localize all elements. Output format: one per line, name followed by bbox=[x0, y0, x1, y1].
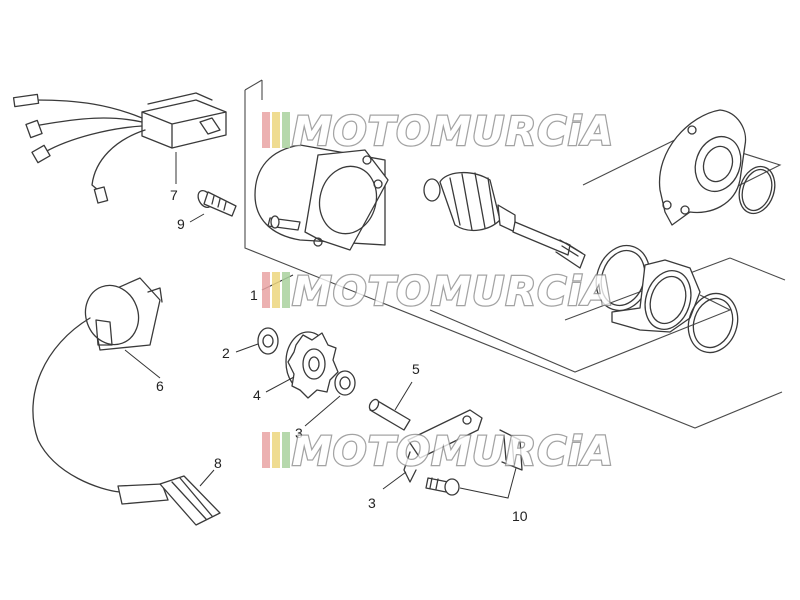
callout-7: 7 bbox=[170, 187, 178, 203]
ignition-coil-icon bbox=[32, 277, 163, 493]
callout-9: 9 bbox=[177, 216, 185, 232]
watermark-stripe bbox=[262, 112, 270, 148]
cdi-unit-icon bbox=[12, 92, 227, 204]
watermark-text: MOTOMURCiA bbox=[292, 429, 614, 475]
callout-3-bracket: 3 bbox=[368, 495, 376, 511]
callout-8: 8 bbox=[214, 455, 222, 471]
callout-1: 1 bbox=[250, 287, 258, 303]
callout-labels: 1 2 3 3 4 5 6 7 8 9 10 bbox=[156, 187, 528, 524]
watermark-stripe bbox=[272, 432, 280, 468]
watermark-stripe bbox=[262, 272, 270, 308]
callout-6: 6 bbox=[156, 378, 164, 394]
watermark-stripe bbox=[282, 432, 290, 468]
watermark-stripe bbox=[282, 112, 290, 148]
washer-icon bbox=[334, 370, 356, 396]
bracket-screw-icon bbox=[403, 409, 523, 496]
end-cover-icon bbox=[658, 109, 776, 226]
pin-icon bbox=[368, 398, 411, 431]
watermark-text: MOTOMURCiA bbox=[292, 109, 614, 155]
callout-10: 10 bbox=[512, 508, 528, 524]
callout-3-washer: 3 bbox=[295, 425, 303, 441]
spark-plug-cap-icon bbox=[117, 475, 221, 526]
watermark-logo: MOTOMURCiA bbox=[262, 428, 614, 476]
callout-5: 5 bbox=[412, 361, 420, 377]
watermark-stripe bbox=[272, 272, 280, 308]
watermark-stripe bbox=[262, 432, 270, 468]
watermark-logo: MOTOMURCiA bbox=[262, 268, 614, 316]
watermark-logo: MOTOMURCiA bbox=[262, 108, 614, 156]
watermark-stripe bbox=[272, 112, 280, 148]
gear-icon bbox=[285, 331, 339, 399]
brush-plate-icon bbox=[595, 244, 739, 354]
washer-icon bbox=[257, 327, 279, 355]
callout-2: 2 bbox=[222, 345, 230, 361]
callout-4: 4 bbox=[253, 387, 261, 403]
screw-icon bbox=[197, 189, 237, 217]
starter-motor-icon bbox=[254, 144, 586, 269]
watermark-stripe bbox=[282, 272, 290, 308]
watermark-text: MOTOMURCiA bbox=[292, 269, 614, 315]
